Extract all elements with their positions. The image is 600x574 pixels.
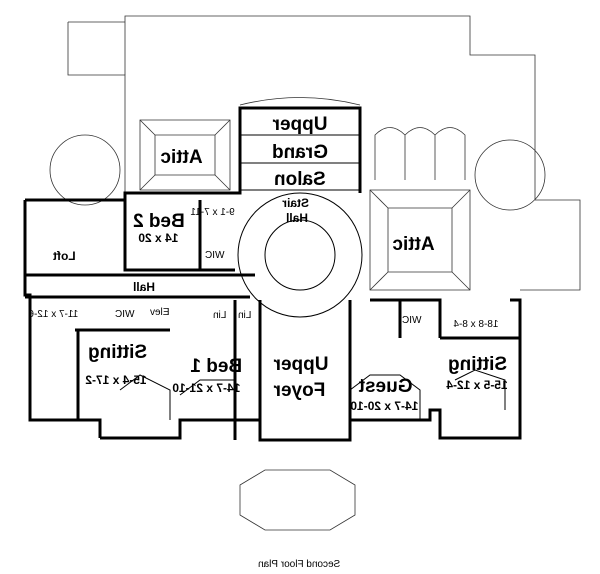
room-bed2-dim: 14 x 20	[138, 231, 178, 245]
room-salon-line2: Grand	[272, 142, 328, 163]
walls	[23, 106, 522, 442]
plan-caption: Second Floor Plan	[258, 559, 340, 570]
room-bath-right-dim: 18-8 x 8-4	[453, 319, 498, 330]
room-bed2: Bed 2	[133, 211, 185, 232]
room-salon-line3: Salon	[274, 169, 326, 190]
room-labels: Attic Upper Grand Salon Stair Hall Attic…	[28, 114, 508, 570]
room-sitting-right-dim: 15-5 x 12-4	[446, 378, 508, 392]
room-sitting-right: Sitting	[448, 354, 507, 375]
room-guest-dim: 14-7 x 20-10	[350, 399, 418, 413]
room-stair-line1: Stair	[282, 196, 309, 210]
room-bed1-dim: 14-7 x 21-10	[172, 381, 240, 395]
room-wic-right: WIC	[402, 315, 421, 326]
room-attic-left: Attic	[160, 147, 203, 168]
room-bath-left-dim: 11-7 x 12-6	[28, 309, 78, 320]
room-lin1: Lin	[213, 310, 226, 321]
room-attic-right: Attic	[392, 234, 435, 255]
room-loft: Loft	[53, 249, 76, 263]
room-sitting-left-dim: 15-4 x 17-2	[85, 373, 147, 387]
room-wic-left: WIC	[115, 309, 134, 320]
room-bath2-dim: 9-1 x 7-11	[190, 207, 235, 218]
room-salon-line1: Upper	[272, 114, 328, 135]
room-hall: Hall	[133, 280, 155, 294]
room-foyer-line1: Upper	[273, 354, 329, 375]
room-lin2: Lin	[238, 310, 251, 321]
room-wic-bed2: WIC	[205, 250, 224, 261]
room-elev: Elev	[150, 307, 169, 318]
room-foyer-line2: Foyer	[273, 380, 325, 401]
room-guest: Guest	[358, 376, 413, 397]
roof-outline	[49, 15, 581, 531]
room-bed1: Bed 1	[190, 356, 242, 377]
room-sitting-left: Sitting	[88, 342, 147, 363]
room-stair-line2: Hall	[286, 211, 308, 225]
